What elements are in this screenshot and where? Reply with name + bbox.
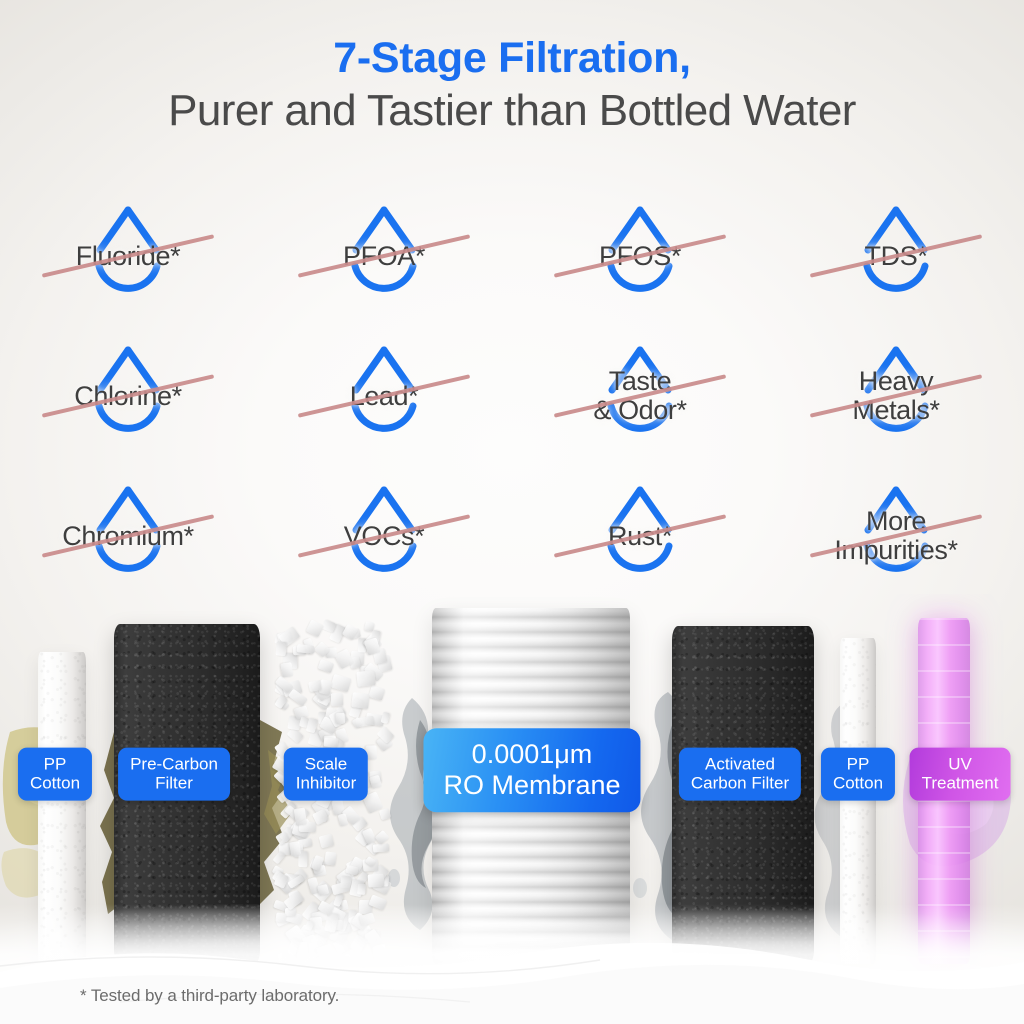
page-title-line2: Purer and Tastier than Bottled Water [168,86,856,136]
water-droplet-icon [80,200,176,312]
contaminant-item: More Impurities* [768,466,1024,606]
contaminant-item: TDS* [768,186,1024,326]
filter-pellet [380,711,391,725]
filter-pellet [319,833,335,849]
filter-pellet [375,829,391,845]
contaminant-item: VOCs* [256,466,512,606]
contaminant-item: Fluoride* [0,186,256,326]
contaminant-item: Heavy Metals* [768,326,1024,466]
water-droplet-icon [848,200,944,312]
filter-pellet [330,673,352,692]
contaminant-item: Lead* [256,326,512,466]
contaminant-label: Heavy Metals* [852,366,940,425]
filter-pellet [323,737,339,748]
stage-label-pre-carbon-filter: Pre-Carbon Filter [118,747,230,801]
filter-pellet [351,691,370,709]
filter-pellet [288,688,309,707]
filter-pellet [378,807,392,820]
filter-pellet [272,850,286,865]
filter-pellet [356,669,376,686]
contaminant-grid: Fluoride*PFOA*PFOS*TDS* Chlorine*Lead* Tas… [0,186,1024,606]
contaminant-item: PFOS* [512,186,768,326]
water-droplet-icon [848,340,944,452]
contaminant-item: PFOA* [256,186,512,326]
stage-label-pp-cotton-1: PP Cotton [17,747,93,801]
contaminant-label: Taste & Odor* [593,366,687,425]
water-droplet-icon [80,480,176,592]
filter-pellet [330,692,343,706]
filter-pellet [368,685,386,701]
water-droplet-icon [592,480,688,592]
filter-pellet [317,658,334,673]
page-title-line1: 7-Stage Filtration, [333,34,691,82]
filter-pellet [280,662,294,678]
filter-pellet [367,873,385,888]
water-droplet-icon [592,200,688,312]
water-droplet-icon [336,200,432,312]
stage-label-pp-cotton-2: PP Cotton [820,747,896,801]
water-droplet-icon [848,480,944,592]
water-droplet-icon [80,340,176,452]
filter-pellet [305,618,325,637]
stage-label-uv-treatment: UV Treatment [909,747,1011,801]
contaminant-label: More Impurities* [834,506,958,565]
contaminant-item: Rust* [512,466,768,606]
contaminant-item: Taste & Odor* [512,326,768,466]
water-droplet-icon [336,340,432,452]
footnote: * Tested by a third-party laboratory. [80,986,340,1005]
stage-label-ro-membrane: 0.0001μm RO Membrane [423,728,641,812]
filter-pellet [324,851,337,866]
filter-pellet [335,712,345,725]
water-droplet-icon [336,480,432,592]
filter-pellet [275,641,286,657]
filter-diagram: PP Cotton Pre-Carbon Filter Scale Inhibi… [0,594,1024,1024]
contaminant-item: Chlorine* [0,326,256,466]
contaminant-item: Chromium* [0,466,256,606]
stage-label-activated-carbon-filter: Activated Carbon Filter [678,747,802,801]
filter-pellet [357,883,367,896]
water-wave [0,942,1024,1024]
water-droplet-icon [592,340,688,452]
page-title: 7-Stage Filtration, Purer and Tastier th… [0,32,1024,138]
stage-label-scale-inhibitor: Scale Inhibitor [283,747,369,801]
